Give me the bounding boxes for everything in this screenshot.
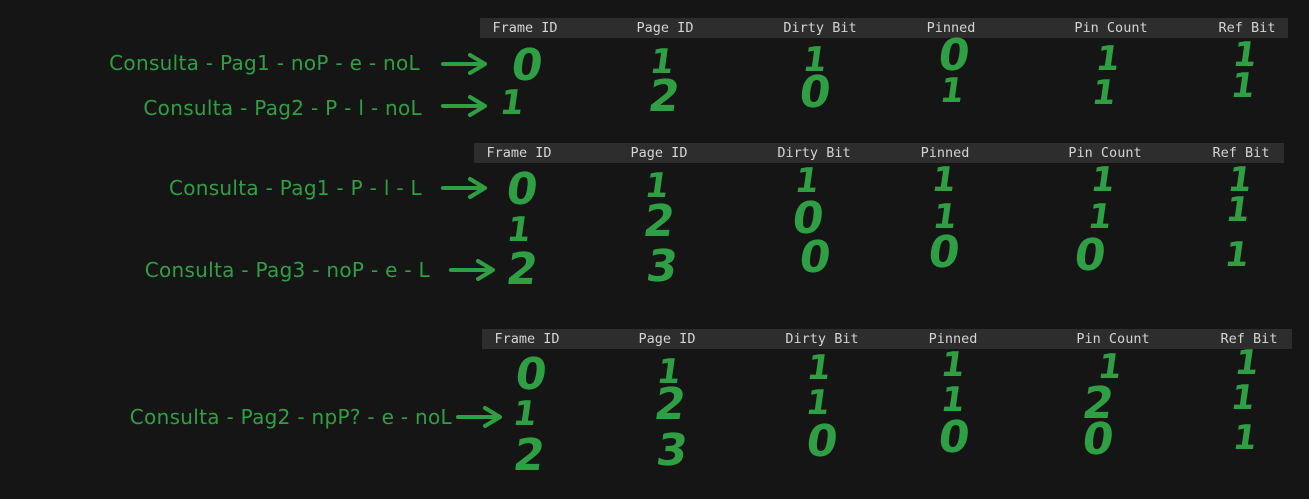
cell-page-id: 2: [645, 71, 683, 122]
arrow-icon: [449, 259, 495, 281]
cell-pinned: 0: [935, 412, 973, 463]
header-page-id: Page ID: [630, 145, 688, 161]
cell-frame-id: 2: [503, 244, 541, 295]
cell-dirty-bit: 1: [804, 348, 834, 388]
header-page-id: Page ID: [636, 20, 694, 36]
annotation-label: Consulta - Pag1 - noP - e - noL: [109, 51, 420, 75]
arrow-icon: [441, 95, 487, 117]
cell-dirty-bit: 0: [796, 67, 834, 118]
header-pin-count: Pin Count: [1076, 331, 1150, 347]
cell-frame-id: 2: [510, 430, 548, 481]
cell-pin-count: 1: [1093, 39, 1123, 79]
header-frame-id: Frame ID: [486, 145, 552, 161]
cell-pin-count: 1: [1089, 73, 1119, 113]
cell-pin-count: 1: [1088, 160, 1118, 200]
header-dirty-bit: Dirty Bit: [783, 20, 857, 36]
cell-dirty-bit: 0: [803, 416, 841, 467]
header-pinned: Pinned: [928, 331, 978, 347]
header-dirty-bit: Dirty Bit: [777, 145, 851, 161]
header-pinned: Pinned: [920, 145, 970, 161]
arrow-icon: [456, 406, 502, 428]
cell-ref-bit: 1: [1228, 66, 1258, 106]
cell-page-id: 3: [653, 425, 691, 476]
cell-ref-bit: 1: [1230, 418, 1260, 458]
cell-pinned: 1: [937, 71, 967, 111]
cell-ref-bit: 1: [1222, 235, 1252, 275]
cell-frame-id: 0: [503, 164, 541, 215]
cell-pinned: 1: [929, 160, 959, 200]
arrow-icon: [441, 53, 487, 75]
annotation-label: Consulta - Pag1 - P - l - L: [168, 176, 422, 200]
cell-pinned: 1: [938, 345, 968, 385]
cell-ref-bit: 1: [1223, 190, 1253, 230]
cell-pin-count: 0: [1071, 230, 1109, 281]
cell-frame-id: 0: [508, 40, 546, 91]
header-frame-id: Frame ID: [492, 20, 558, 36]
annotation-label: Consulta - Pag3 - noP - e - L: [144, 258, 430, 282]
cell-dirty-bit: 0: [796, 232, 834, 283]
cell-page-id: 2: [640, 196, 678, 247]
cell-ref-bit: 1: [1232, 343, 1262, 383]
cell-frame-id: 1: [510, 394, 540, 434]
cell-page-id: 3: [643, 241, 681, 292]
arrow-icon: [441, 177, 487, 199]
header-pinned: Pinned: [926, 20, 976, 36]
header-ref-bit: Ref Bit: [1212, 145, 1270, 161]
cell-pin-count: 1: [1085, 197, 1115, 237]
cell-pinned: 0: [925, 227, 963, 278]
cell-frame-id: 0: [512, 349, 550, 400]
header-ref-bit: Ref Bit: [1218, 20, 1276, 36]
header-dirty-bit: Dirty Bit: [785, 331, 859, 347]
table-header-2: Frame ID Page ID Dirty Bit Pinned Pin Co…: [474, 143, 1284, 163]
cell-dirty-bit: 1: [803, 383, 833, 423]
table-header-3: Frame ID Page ID Dirty Bit Pinned Pin Co…: [482, 329, 1292, 349]
cell-page-id: 2: [651, 379, 689, 430]
header-pin-count: Pin Count: [1074, 20, 1148, 36]
cell-pin-count: 0: [1079, 414, 1117, 465]
table-header-1: Frame ID Page ID Dirty Bit Pinned Pin Co…: [480, 18, 1288, 38]
cell-ref-bit: 1: [1228, 378, 1258, 418]
header-pin-count: Pin Count: [1068, 145, 1142, 161]
cell-frame-id: 1: [504, 210, 534, 250]
header-ref-bit: Ref Bit: [1220, 331, 1278, 347]
header-frame-id: Frame ID: [494, 331, 560, 347]
header-page-id: Page ID: [638, 331, 696, 347]
cell-frame-id: 1: [497, 83, 527, 123]
annotation-label: Consulta - Pag2 - P - l - noL: [143, 96, 422, 120]
annotation-label: Consulta - Pag2 - npP? - e - noL: [129, 405, 452, 429]
